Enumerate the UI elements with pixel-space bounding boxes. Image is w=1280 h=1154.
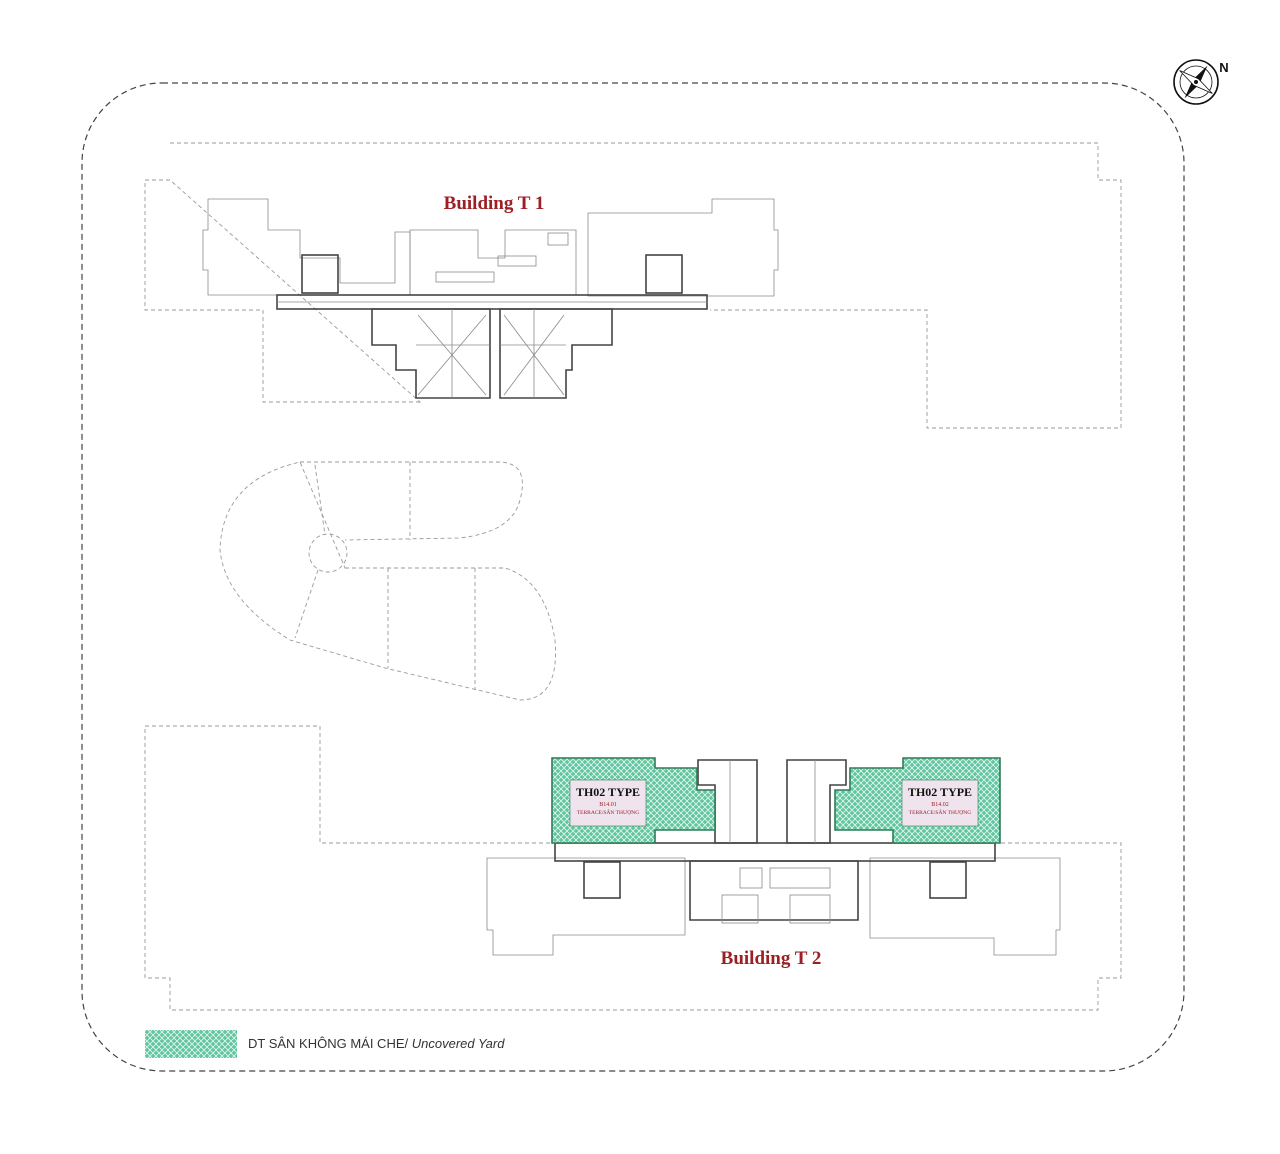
legend-swatch <box>145 1030 237 1058</box>
unit-code-left: B14.01 <box>599 802 617 808</box>
building-t2-plan <box>144 725 1122 1011</box>
central-pavilion <box>219 461 556 701</box>
legend-label-vi: DT SÂN KHÔNG MÁI CHE/ <box>248 1036 409 1051</box>
t1-balcony-left <box>301 254 339 294</box>
unit-type-left: TH02 TYPE <box>576 785 640 799</box>
t2-right-wing <box>869 857 1061 956</box>
t1-right-wing <box>587 198 779 297</box>
t2-left-wing <box>486 857 686 956</box>
t1-podium-outline <box>144 142 1122 429</box>
unit-tag-left <box>569 779 647 827</box>
unit-type-right: TH02 TYPE <box>908 785 972 799</box>
compass-north-label: N <box>1219 60 1228 75</box>
t1-stair-left <box>371 308 491 399</box>
t2-podium-outline <box>144 725 1122 1011</box>
legend-label-en: Uncovered Yard <box>408 1036 505 1051</box>
legend-label: DT SÂN KHÔNG MÁI CHE/ Uncovered Yard <box>248 1036 505 1051</box>
t1-stair-right <box>499 308 613 399</box>
unit-code-right: B14.02 <box>931 802 949 808</box>
building-t2-title: Building T 2 <box>721 948 822 969</box>
unit-caption-left: TERRACE/SÂN THƯỢNG <box>577 808 639 816</box>
terrace-left <box>551 757 716 844</box>
building-t1-plan <box>144 142 1122 429</box>
t1-core <box>409 229 577 296</box>
site-boundary <box>81 82 1185 1072</box>
terrace-right <box>834 757 1001 844</box>
t1-core-counter <box>497 255 537 267</box>
unit-caption-right: TERRACE/SÂN THƯỢNG <box>909 808 971 816</box>
t1-balcony-right <box>645 254 683 294</box>
t2-balcony-left <box>583 861 621 899</box>
t2-core <box>689 860 859 921</box>
compass-icon <box>1173 59 1219 105</box>
unit-tag-right <box>901 779 979 827</box>
t1-left-wing <box>202 198 411 296</box>
t1-core-sink <box>547 232 569 246</box>
t1-core-bench <box>435 271 495 283</box>
building-t1-title: Building T 1 <box>444 193 545 214</box>
t2-balcony-right <box>929 861 967 899</box>
